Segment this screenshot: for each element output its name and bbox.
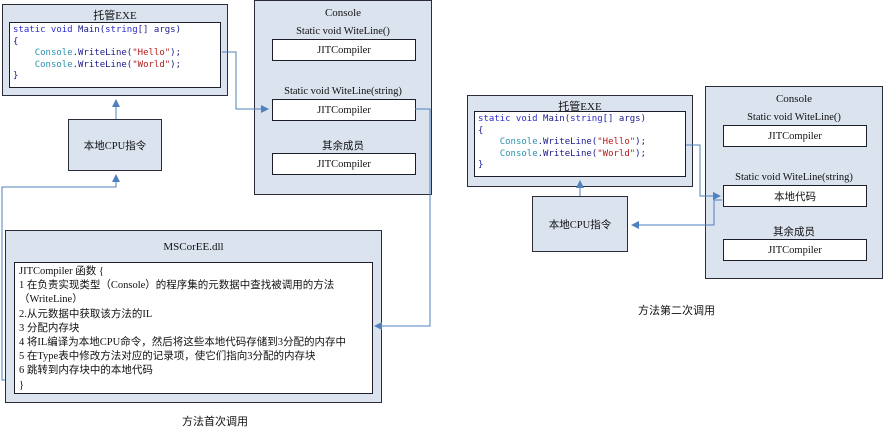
- other-members-label-2: 其余成员: [773, 227, 815, 238]
- jit-step-line: 5 在Type表中修改方法对应的记录项，使它们指向3分配的内存块: [19, 351, 316, 363]
- other-members-box-2: JITCompiler: [723, 239, 867, 261]
- call-arrow: [222, 51, 269, 113]
- jit-step-line: （WriteLine）: [19, 294, 83, 306]
- code-call-end: );: [635, 148, 647, 159]
- jit-step-line: 3 分配内存块: [19, 322, 80, 334]
- cpu-instructions-label: 本地CPU指令: [83, 140, 147, 152]
- figure1-caption: 方法首次调用: [182, 416, 248, 428]
- code-console-class: Console: [34, 48, 73, 58]
- console-panel: Console Static void WiteLine() JITCompil…: [254, 0, 432, 195]
- code-type: string: [570, 114, 603, 124]
- code-writeline: .WriteLine(: [72, 59, 133, 70]
- jit-step-line: 4 将IL编译为本地CPU命令，然后将这些本地代码存储到3分配的内存中: [19, 337, 346, 349]
- code-keyword: static void: [13, 25, 73, 35]
- method-writeline-string-box-2: 本地代码: [723, 185, 867, 207]
- code-brace-close: }: [478, 160, 484, 170]
- code-console-class: Console: [34, 59, 73, 70]
- native-exec-arrow-2: [631, 199, 722, 229]
- code-string-hello: "Hello": [132, 48, 171, 58]
- managed-exe-title-2: 托管EXE: [558, 101, 602, 113]
- code-keyword: static void: [478, 114, 538, 124]
- cpu-instructions-label-2: 本地CPU指令: [548, 219, 612, 231]
- code-string-world: "World": [132, 59, 171, 70]
- jump-native-arrow: [1, 174, 120, 381]
- jit-step-line: }: [19, 379, 25, 391]
- method-writeline-stub: JITCompiler: [317, 44, 371, 56]
- code-string-world: "World": [597, 148, 636, 159]
- figure2-caption: 方法第二次调用: [638, 305, 715, 317]
- code-call-end: );: [170, 48, 182, 58]
- jitcompiler-steps: JITCompiler 函数 { 1 在负责实现类型（Console）的程序集的…: [14, 262, 373, 394]
- other-members-stub-2: JITCompiler: [768, 244, 822, 256]
- method-writeline-label: Static void WiteLine(): [296, 26, 390, 37]
- method-writeline-box: JITCompiler: [272, 39, 416, 61]
- managed-exe-panel: 托管EXE static void Main(string[] args) { …: [2, 4, 228, 96]
- native-code-label: 本地代码: [774, 191, 816, 203]
- jit-call-arrow: [374, 108, 431, 330]
- method-writeline-string-box: JITCompiler: [272, 99, 416, 121]
- code-block: static void Main(string[] args) { Consol…: [9, 22, 221, 88]
- method-writeline-stub-2: JITCompiler: [768, 130, 822, 142]
- managed-exe-title: 托管EXE: [93, 10, 137, 22]
- console-panel-2: Console Static void WiteLine() JITCompil…: [705, 86, 883, 279]
- managed-exe-panel-2: 托管EXE static void Main(string[] args) { …: [467, 95, 693, 187]
- method-writeline-label-2: Static void WiteLine(): [747, 112, 841, 123]
- code-args: [] args): [602, 114, 646, 124]
- code-console-class: Console: [499, 137, 538, 147]
- other-members-box: JITCompiler: [272, 153, 416, 175]
- console-title: Console: [324, 7, 362, 19]
- jit-step-line: 1 在负责实现类型（Console）的程序集的元数据中查找被调用的方法: [19, 280, 335, 292]
- code-call-end: );: [635, 137, 647, 147]
- mscoree-panel: MSCorEE.dll JITCompiler 函数 { 1 在负责实现类型（C…: [5, 230, 382, 403]
- method-writeline-string-stub: JITCompiler: [317, 104, 371, 116]
- other-members-label: 其余成员: [322, 141, 364, 152]
- code-writeline: .WriteLine(: [537, 148, 598, 159]
- code-brace-open: {: [478, 125, 484, 136]
- method-writeline-string-label-2: Static void WiteLine(string): [735, 172, 853, 183]
- code-brace-open: {: [13, 36, 19, 47]
- cpu-instructions-box-2: 本地CPU指令: [532, 196, 628, 252]
- jit-step-line: 6 跳转到内存块中的本地代码: [19, 365, 153, 377]
- method-writeline-string-label: Static void WiteLine(string): [284, 86, 402, 97]
- other-members-stub: JITCompiler: [317, 158, 371, 170]
- code-writeline: .WriteLine(: [72, 48, 133, 58]
- code-brace-close: }: [13, 71, 19, 81]
- code-call-end: );: [170, 59, 182, 70]
- code-string-hello: "Hello": [597, 137, 636, 147]
- code-method-name: Main(: [72, 25, 106, 35]
- mscoree-title: MSCorEE.dll: [163, 241, 224, 253]
- console-title-2: Console: [775, 93, 813, 105]
- jit-step-line: 2.从元数据中获取该方法的IL: [19, 308, 153, 320]
- code-args: [] args): [137, 25, 181, 35]
- cpu-instructions-box: 本地CPU指令: [68, 119, 162, 171]
- code-console-class: Console: [499, 148, 538, 159]
- method-writeline-box-2: JITCompiler: [723, 125, 867, 147]
- call-arrow-2: [686, 144, 721, 200]
- code-type: string: [105, 25, 138, 35]
- code-block-2: static void Main(string[] args) { Consol…: [474, 111, 686, 177]
- code-method-name: Main(: [537, 114, 571, 124]
- code-writeline: .WriteLine(: [537, 137, 598, 147]
- jit-step-line: JITCompiler 函数 {: [19, 266, 104, 277]
